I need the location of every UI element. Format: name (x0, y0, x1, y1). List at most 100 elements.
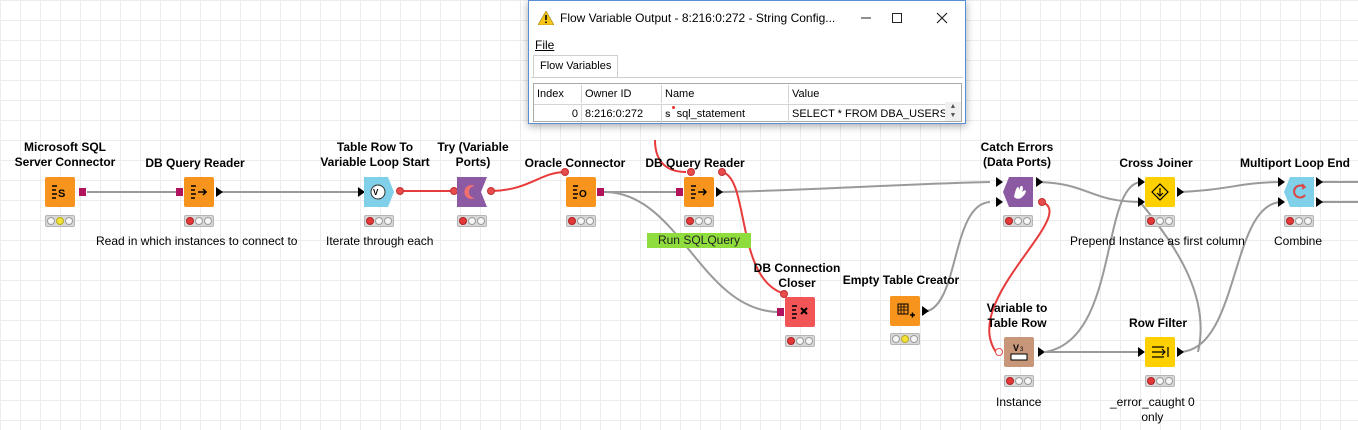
maximize-icon (892, 13, 902, 23)
data-out-port-2[interactable] (1316, 197, 1323, 207)
traffic-light (684, 215, 714, 227)
tab-flow-variables[interactable]: Flow Variables (533, 55, 619, 77)
traffic-light (184, 215, 214, 227)
flow-var-in-port[interactable] (687, 168, 695, 176)
table-create-icon (897, 303, 915, 318)
column-header-owner-id[interactable]: Owner ID (582, 85, 662, 103)
node-body (1004, 337, 1034, 367)
node-box[interactable] (1003, 177, 1033, 207)
data-in-port-2[interactable] (1138, 197, 1145, 207)
data-out-port[interactable] (1177, 347, 1184, 357)
data-in-port-2[interactable] (1278, 197, 1285, 207)
annotation-error-caught: _error_caught 0 only (1110, 395, 1195, 424)
data-out-port[interactable] (216, 187, 223, 197)
data-out-port[interactable] (922, 306, 929, 316)
db-close-icon (792, 305, 808, 319)
traffic-light (457, 215, 487, 227)
wire-oracle-dbclose (603, 191, 779, 313)
column-header-value[interactable]: Value (789, 85, 945, 103)
tab-strip: Flow Variables (531, 55, 963, 78)
data-in-port-1[interactable] (1278, 177, 1285, 187)
data-out-port[interactable] (716, 187, 723, 197)
svg-text:3: 3 (1020, 347, 1024, 353)
column-header-name[interactable]: Name (662, 85, 789, 103)
db-in-port[interactable] (176, 188, 183, 196)
cell-name-text: sql_statement (676, 108, 746, 120)
db-reader-icon (691, 185, 708, 199)
svg-text:S: S (58, 188, 65, 200)
data-out-port[interactable] (1036, 177, 1043, 187)
data-in-port[interactable] (1138, 347, 1145, 357)
traffic-light (890, 333, 920, 345)
annotation-instance: Instance (996, 395, 1042, 409)
data-out-port[interactable] (1038, 347, 1045, 357)
annotation-read-instances: Read in which instances to connect to (96, 234, 298, 248)
node-title: DB Query Reader (645, 156, 745, 170)
node-title: Multiport Loop End (1240, 156, 1350, 170)
traffic-light (1003, 215, 1033, 227)
node-box[interactable]: O (566, 177, 596, 207)
db-out-port[interactable] (597, 188, 604, 196)
flow-variable-output-window[interactable]: Flow Variable Output - 8:216:0:272 - Str… (528, 0, 966, 124)
flow-to-dbqr2 (654, 139, 687, 173)
column-header-index[interactable]: Index (534, 85, 582, 103)
node-box[interactable] (184, 177, 214, 207)
menu-file[interactable]: File (535, 38, 554, 52)
flow-var-in-port[interactable] (780, 290, 788, 298)
maximize-button[interactable] (882, 7, 912, 29)
annotation-prepend-instance: Prepend Instance as first column (1070, 234, 1245, 248)
data-in-port-1[interactable] (1138, 177, 1145, 187)
db-in-port[interactable] (777, 308, 784, 316)
node-box[interactable] (1145, 177, 1175, 207)
table-scrollbar[interactable]: ▲▼ (945, 102, 961, 121)
try-icon (457, 177, 487, 207)
traffic-light (566, 215, 596, 227)
node-box[interactable]: V 3 (1004, 337, 1034, 367)
data-in-port-1[interactable] (996, 177, 1003, 187)
string-variable-icon: s (665, 106, 674, 123)
node-box[interactable]: V (364, 177, 394, 207)
node-box[interactable] (457, 177, 487, 207)
db-in-port[interactable] (676, 188, 683, 196)
flow-var-in-port[interactable] (995, 348, 1003, 356)
close-button[interactable] (927, 7, 957, 29)
svg-text:V: V (1013, 343, 1019, 353)
traffic-light (1145, 215, 1175, 227)
node-title-text: Microsoft SQL Server Connector (14, 140, 116, 169)
db-out-port[interactable] (79, 188, 86, 196)
wire-v2tr-crossjoin (1044, 181, 1143, 353)
minimize-button[interactable] (851, 7, 881, 29)
data-out-port[interactable] (1177, 187, 1184, 197)
db-connector-icon: O (573, 185, 587, 200)
flow-variable-table[interactable]: Index Owner ID Name Value 0 8:216:0:272 … (533, 83, 962, 123)
wire-empty-catch (921, 201, 991, 313)
node-body (785, 297, 815, 327)
data-out-port-1[interactable] (1316, 177, 1323, 187)
node-box[interactable] (785, 297, 815, 327)
node-box[interactable] (1145, 337, 1175, 367)
node-title: DB Connection Closer (753, 261, 841, 290)
node-body (45, 177, 75, 207)
data-in-port-2[interactable] (996, 197, 1003, 207)
traffic-light (45, 215, 75, 227)
flow-var-out-port[interactable] (718, 168, 726, 176)
flow-var-out-port[interactable] (487, 187, 495, 195)
flow-var-out-port[interactable] (396, 187, 404, 195)
node-title: Variable to Table Row (986, 301, 1048, 330)
data-in-port[interactable] (358, 187, 365, 197)
node-box[interactable] (890, 296, 920, 326)
traffic-light (364, 215, 394, 227)
node-box[interactable] (1284, 177, 1314, 207)
window-titlebar[interactable]: Flow Variable Output - 8:216:0:272 - Str… (529, 1, 965, 34)
node-box[interactable] (684, 177, 714, 207)
node-box[interactable]: S (45, 177, 75, 207)
wire-catch-crossjoin (1039, 181, 1143, 203)
flow-var-in-port[interactable] (561, 168, 569, 176)
minimize-icon (861, 17, 871, 19)
db-reader-icon (191, 185, 208, 199)
flow-var-out-port[interactable] (1038, 198, 1046, 206)
svg-text:V: V (373, 188, 379, 197)
wire-dbqr2-catch (721, 181, 991, 193)
